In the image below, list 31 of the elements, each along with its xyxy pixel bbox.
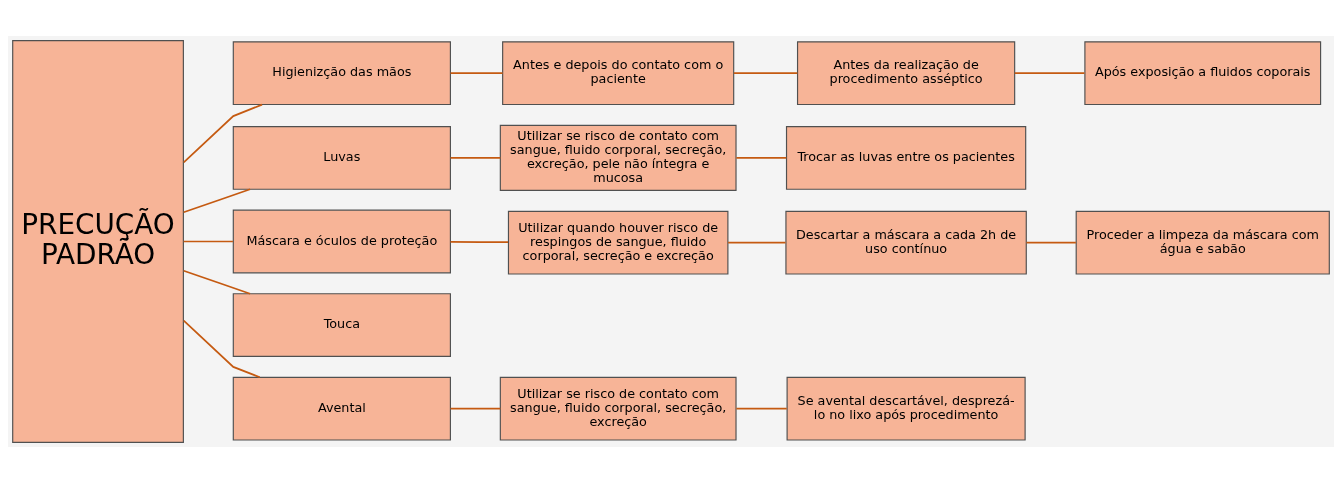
node-box: Após exposição a fluidos coporais bbox=[1084, 40, 1322, 105]
connector bbox=[449, 407, 502, 410]
connector bbox=[182, 187, 251, 213]
node-box: Utilizar se risco de contato com sangue, fluido corporal, secreção, excreção, pele não íntegra e mucosa bbox=[499, 124, 737, 191]
connector bbox=[182, 103, 263, 163]
node-box: Antes e depois do contato com o paciente bbox=[502, 40, 735, 105]
connector bbox=[733, 71, 799, 74]
node-box: Utilizar quando houver risco de respingos de sangue, fluido corporal, secreção e excreção bbox=[507, 210, 729, 275]
node-box: Luvas bbox=[232, 125, 451, 190]
node-box: Trocar as luvas entre os pacientes bbox=[785, 125, 1027, 190]
node-box: Touca bbox=[232, 292, 451, 357]
connector bbox=[182, 319, 261, 378]
connector bbox=[182, 240, 234, 242]
connector bbox=[449, 156, 502, 159]
node-box: Proceder a limpeza da máscara com água e sabão bbox=[1075, 210, 1330, 275]
connector bbox=[727, 241, 787, 244]
node-box: Máscara e óculos de proteção bbox=[232, 209, 451, 273]
node-box: Se avental descartável, desprezá-lo no lixo após procedimento bbox=[786, 376, 1026, 441]
node-box: Descartar a máscara a cada 2h de uso contínuo bbox=[785, 210, 1027, 275]
connector bbox=[449, 71, 504, 74]
connector bbox=[182, 269, 251, 295]
node-box: Antes da realização de procedimento asséptico bbox=[796, 40, 1016, 105]
connector bbox=[1013, 71, 1086, 74]
node-box: PRECUÇÃO PADRÃO bbox=[12, 39, 184, 443]
connector bbox=[1025, 241, 1077, 244]
connector bbox=[735, 407, 788, 410]
node-box: Higienizção das mãos bbox=[232, 40, 451, 105]
node-box: Avental bbox=[232, 376, 451, 441]
connector bbox=[449, 240, 509, 243]
connector bbox=[735, 156, 788, 159]
node-box: Utilizar se risco de contato com sangue, fluido corporal, secreção, excreção bbox=[499, 376, 737, 441]
